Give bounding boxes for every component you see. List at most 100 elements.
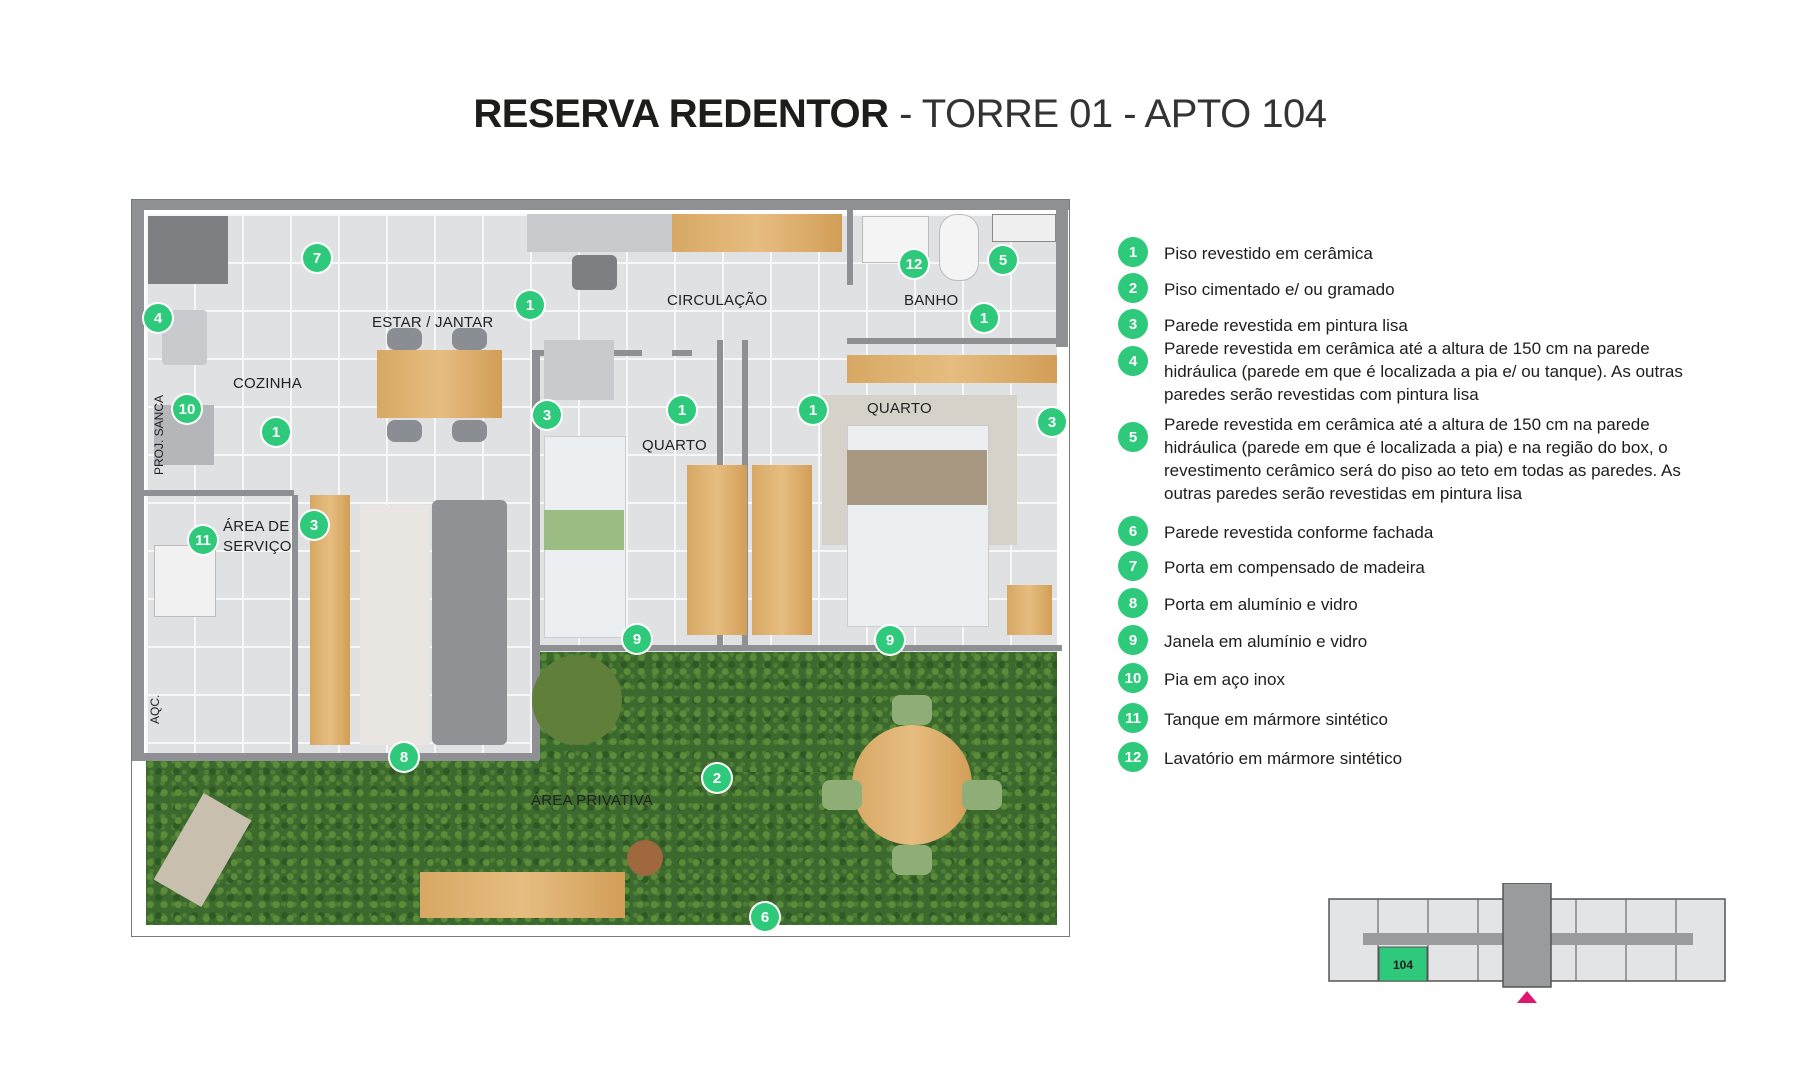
- marker-1: 1: [799, 396, 827, 424]
- legend-number: 2: [1118, 273, 1148, 303]
- shelf: [672, 214, 842, 252]
- shower-box: [992, 214, 1056, 242]
- legend-number: 9: [1118, 625, 1148, 655]
- wall-laundry: [292, 495, 298, 760]
- label-proj-sanca: PROJ. SANCA: [152, 394, 166, 475]
- label-aqc: AQC.: [148, 694, 162, 724]
- marker-9: 9: [876, 626, 904, 654]
- room-label-area-privativa: ÁREA PRIVATIVA: [531, 792, 654, 809]
- garden-bench: [420, 872, 625, 918]
- marker-3: 3: [300, 511, 328, 539]
- legend-number: 8: [1118, 588, 1148, 618]
- legend-text: Parede revestida em pintura lisa: [1164, 316, 1408, 335]
- wardrobe: [687, 465, 747, 635]
- room-label-area-servico-2: SERVIÇO: [223, 538, 292, 555]
- wall-bath-bottom: [847, 338, 1067, 344]
- dining-chair: [387, 420, 422, 442]
- washing-machine: [154, 545, 216, 617]
- legend-number: 10: [1118, 663, 1148, 693]
- key-plan-core: [1502, 883, 1552, 988]
- side-table: [627, 840, 663, 876]
- marker-6: 6: [751, 903, 779, 931]
- room-label-circulacao: CIRCULAÇÃO: [667, 292, 768, 309]
- entrance-pointer-icon: [1517, 991, 1537, 1003]
- wall-living-bedroom: [532, 350, 540, 760]
- garden-table: [852, 725, 972, 845]
- bedroom-desk: [544, 340, 614, 400]
- refrigerator: [148, 216, 228, 284]
- marker-8: 8: [390, 743, 418, 771]
- legend-text: Porta em compensado de madeira: [1164, 558, 1425, 577]
- room-label-quarto-1: QUARTO: [642, 437, 707, 454]
- legend-number: 6: [1118, 516, 1148, 546]
- dining-table: [377, 350, 502, 418]
- legend-number: 5: [1118, 422, 1148, 452]
- legend-number: 12: [1118, 742, 1148, 772]
- marker-4: 4: [144, 304, 172, 332]
- key-plan: 104: [1328, 883, 1726, 1003]
- legend-number: 3: [1118, 309, 1148, 339]
- marker-7: 7: [303, 244, 331, 272]
- legend-text: Piso revestido em cerâmica: [1164, 244, 1373, 263]
- bedroom-shelf: [847, 355, 1057, 383]
- shrub: [532, 655, 622, 745]
- dining-chair: [452, 328, 487, 350]
- room-label-estar: ESTAR / JANTAR: [372, 314, 494, 331]
- office-chair: [572, 255, 617, 290]
- sofa: [432, 500, 507, 745]
- garden-chair: [892, 695, 932, 725]
- marker-10: 10: [173, 395, 201, 423]
- dining-chair: [452, 420, 487, 442]
- legend-number: 4: [1118, 346, 1148, 376]
- bed-blanket: [847, 450, 987, 505]
- legend-text: Piso cimentado e/ ou gramado: [1164, 280, 1395, 299]
- legend-text: Tanque em mármore sintético: [1164, 710, 1388, 729]
- title-unit: - TORRE 01 - APTO 104: [888, 92, 1327, 136]
- marker-1: 1: [262, 418, 290, 446]
- marker-5: 5: [989, 246, 1017, 274]
- wall-bedroom-bottom: [532, 645, 1062, 651]
- legend-text: Pia em aço inox: [1164, 670, 1285, 689]
- garden-chair: [822, 780, 862, 810]
- marker-2: 2: [703, 764, 731, 792]
- room-label-quarto-2: QUARTO: [867, 400, 932, 417]
- marker-3: 3: [533, 401, 561, 429]
- legend-text: Parede revestida em cerâmica até a altur…: [1164, 415, 1681, 503]
- marker-12: 12: [900, 250, 928, 278]
- wall-bedroom-top-2: [672, 350, 692, 356]
- wall-top: [132, 200, 1069, 210]
- marker-1: 1: [970, 304, 998, 332]
- legend-number: 7: [1118, 551, 1148, 581]
- legend-text: Parede revestida em cerâmica até a altur…: [1164, 339, 1683, 404]
- wall-right: [1056, 200, 1068, 347]
- wardrobe: [752, 465, 812, 635]
- room-label-cozinha: COZINHA: [233, 375, 302, 392]
- nightstand: [1007, 585, 1052, 635]
- room-label-banho: BANHO: [904, 292, 959, 309]
- marker-1: 1: [668, 396, 696, 424]
- legend-number: 1: [1118, 237, 1148, 267]
- desk: [527, 214, 672, 252]
- marker-3: 3: [1038, 408, 1066, 436]
- title-project: RESERVA REDENTOR: [473, 92, 889, 136]
- wall-bottom: [132, 753, 539, 761]
- legend-text: Porta em alumínio e vidro: [1164, 595, 1358, 614]
- page-title: RESERVA REDENTOR - TORRE 01 - APTO 104: [0, 92, 1800, 137]
- wall-left: [132, 200, 144, 760]
- living-rug: [360, 505, 430, 745]
- key-plan-unit-label: 104: [1393, 958, 1413, 972]
- marker-1: 1: [516, 291, 544, 319]
- garden-chair: [892, 845, 932, 875]
- floor-plan: ESTAR / JANTAR CIRCULAÇÃO BANHO COZINHA …: [131, 199, 1070, 937]
- legend-text: Janela em alumínio e vidro: [1164, 632, 1368, 651]
- garden-area-right: [539, 652, 1057, 772]
- wall-laundry-top: [144, 490, 294, 496]
- room-label-area-servico-1: ÁREA DE: [223, 518, 290, 535]
- legend-text: Parede revestida conforme fachada: [1164, 523, 1434, 542]
- marker-9: 9: [623, 625, 651, 653]
- wall-bath-left: [847, 210, 853, 285]
- marker-11: 11: [189, 526, 217, 554]
- legend-number: 11: [1118, 703, 1148, 733]
- key-plan-unit-104: [1378, 946, 1428, 982]
- dining-chair: [387, 328, 422, 350]
